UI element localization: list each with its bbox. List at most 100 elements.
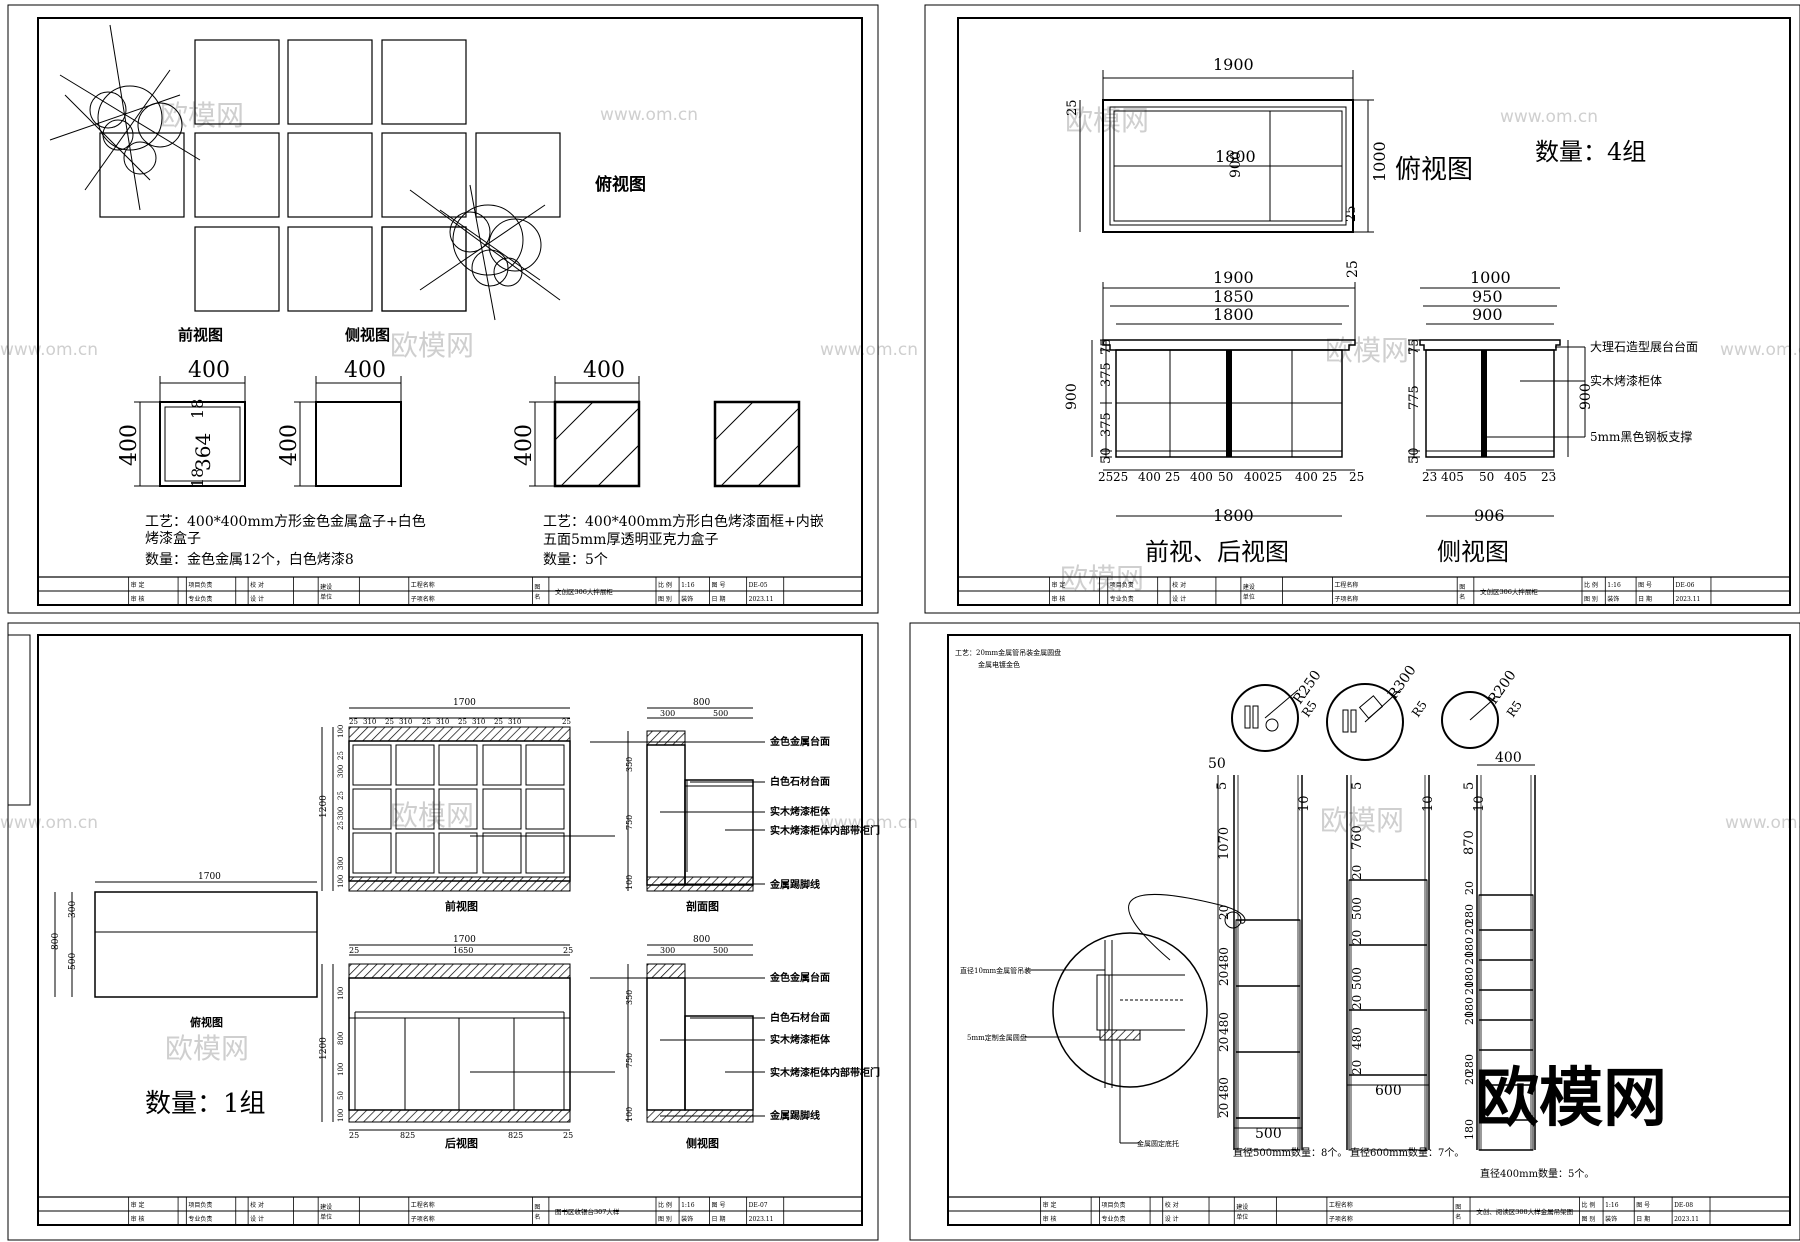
top-view-label: 俯视图 [1395,155,1473,185]
callout-marble-top: 大理石造型展台台面 [1590,339,1698,354]
tb-label: 图 别 [1582,1215,1596,1223]
display-box [287,226,373,312]
dim-width: 400 [344,358,386,383]
note-right-3: 数量：5个 [543,552,608,568]
display-box [381,226,467,312]
dim-segment: 75 [1407,338,1422,355]
dim-segment: 50 [1407,447,1422,464]
dim-width: 400 [583,358,625,383]
tb-label: 专业负责 [1110,595,1134,603]
tb-label: 单位 [1236,1213,1248,1221]
dim-row-2: 750 [625,1053,634,1068]
tb-label: 建设 [320,1203,332,1211]
dim-row: 20 [1217,971,1231,986]
watermark-site: www.om.cn [600,105,698,125]
callout-cabinet-doors: 实木烤漆柜体内部带柜门 [770,824,880,837]
dim-row: 20 [1217,1037,1231,1052]
dim-total: 1800 [1213,506,1254,525]
front-view-label: 前视、后视图 [1145,538,1289,566]
dim-row: 20 [1463,951,1476,965]
dim-row: 20 [1350,1060,1364,1075]
dim-row: 20 [1463,1071,1476,1085]
qty-400: 直径400mm数量：5个。 [1480,1167,1594,1180]
dim-bottom: 400 [1138,470,1161,484]
callout-cabinet: 实木烤漆柜体 [1590,373,1662,388]
tb-label: 子项名称 [411,595,435,603]
tb-label: 审 定 [131,581,145,589]
dim-row: 20 [1463,981,1476,995]
dim-row: 20 [1463,881,1476,895]
note-right-2: 五面5mm厚透明亚克力盒子 [543,531,718,548]
tb-label: 比 例 [1584,581,1598,589]
tb-label: 校 对 [1165,1201,1179,1209]
dim-row: 280 [1463,1054,1476,1075]
dim-segment: 50 [1099,447,1114,464]
dim-column: 25 [385,718,394,726]
dim-width: 1700 [198,872,221,882]
tb-date: 2023.11 [749,1216,774,1223]
tb-number: DE-08 [1674,1202,1693,1209]
dim-row: 300 [337,857,345,870]
dim-row: 20 [1463,1011,1476,1025]
tb-label: 比 例 [658,581,672,589]
radius-small-label: R5 [1409,698,1430,720]
dim-row: 20 [1350,930,1364,945]
watermark-site: www.om.cn [820,813,918,833]
dim-bottom: 405 [1504,470,1527,484]
note-right-1: 工艺：400*400mm方形白色烤漆面框+内嵌 [543,513,824,530]
dim-row: 25 [337,751,345,760]
tb-label: 单位 [320,593,332,601]
tb-label: 审 定 [1043,1201,1057,1209]
watermark-big: 欧模网 [1475,1062,1667,1136]
dim-row-1: 350 [625,757,634,772]
tb-label: 图 别 [658,1215,672,1223]
tb-number: DE-05 [749,582,768,589]
dim-width: 400 [188,358,230,383]
dim-1800: 1800 [1213,305,1254,324]
dim-column: 310 [472,718,485,726]
tb-label: 工程名称 [1329,1201,1353,1209]
dim-row: 20 [1217,1103,1231,1118]
tb-label: 名 [1455,1213,1461,1221]
tb-label: 日 期 [1638,595,1652,603]
tb-label: 图 号 [712,1202,726,1209]
callout-gold-top: 金色金属台面 [769,971,830,984]
callout-kickboard: 金属踢脚线 [769,878,820,891]
cubby-cell [525,832,565,874]
dim-height: 1200 [319,1037,329,1060]
dim-edge-bottom: 18 [188,468,207,488]
dim-width: 500 [1255,1126,1282,1142]
tb-label: 名 [534,1213,540,1221]
dim-height: 1200 [319,795,329,818]
tb-scale: 1:16 [1607,582,1621,589]
callout-cabinet: 实木烤漆柜体 [770,805,831,818]
dim-950: 950 [1472,287,1503,306]
pendant-lamp-symbol-2 [409,184,561,321]
callout-cabinet-doors: 实木烤漆柜体内部带柜门 [770,1066,880,1079]
watermark-brand: 欧模网 [1320,804,1404,837]
dim-inner: 364 [191,433,215,471]
dim-500: 500 [68,953,78,970]
cubby-cell [482,788,522,830]
dim-row: 20 [1463,921,1476,935]
tb-label: 单位 [320,1213,332,1221]
detail-pipe-label: 直径10mm金属管吊装 [960,966,1031,975]
dim-width: 800 [693,698,710,708]
dim-column: 25 [422,718,431,726]
sheet4: 工艺：20mm金属管吊装金属圆盘 金属电镀金色 R250 R5 R300 R5 … [955,648,1594,1180]
front-view-label: 前视图 [445,899,478,913]
side-view-label: 侧视图 [1437,538,1509,566]
tb-label: 设 计 [1165,1215,1179,1223]
tb-label: 工程名称 [411,1201,435,1209]
tb-label: 校 对 [1172,581,1186,589]
gold-box-front-view: 400 400 364 18 18 [117,358,246,488]
dim-depth: 1000 [1370,141,1389,182]
tb-category: 装饰 [681,595,693,603]
tb-category: 装饰 [681,1215,693,1223]
display-box [287,132,373,218]
tb-number: DE-07 [749,1202,768,1209]
acrylic-box-view-1: 400 400 [512,358,641,488]
